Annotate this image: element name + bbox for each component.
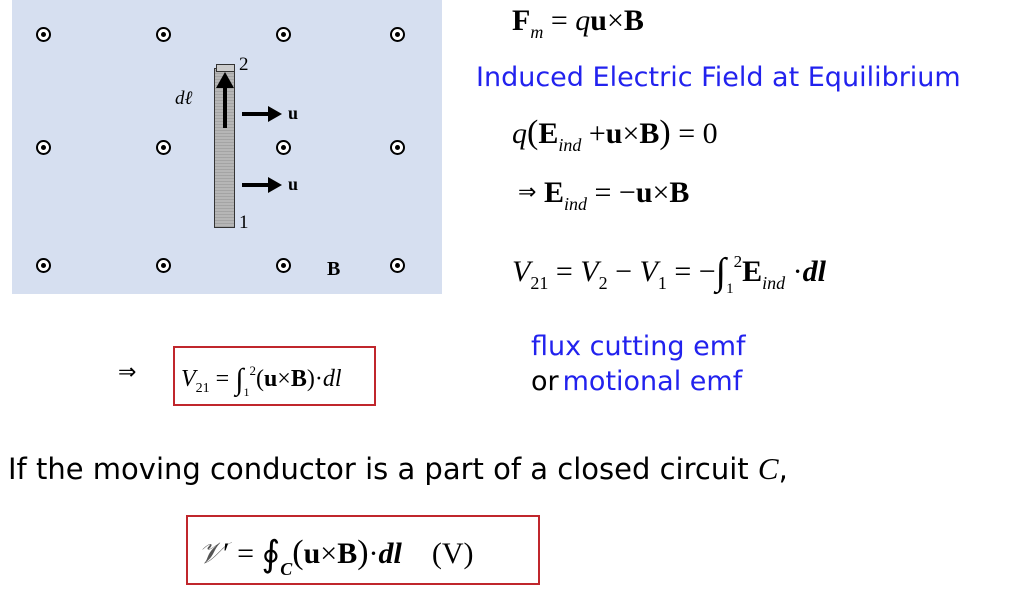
closed-circuit-sentence: If the moving conductor is a part of a c…	[8, 453, 788, 484]
closed-circuit-box: 𝒱′ = ∮C(u×B)·dl (V)	[186, 515, 540, 585]
u-label-lower: u	[288, 174, 299, 194]
b-field-out-icon	[276, 140, 291, 155]
implies-arrow: ⇒	[118, 359, 137, 384]
b-field-out-icon	[36, 27, 51, 42]
sentence-text: If the moving conductor is a part of a c…	[8, 452, 758, 486]
b-field-out-icon	[276, 258, 291, 273]
velocity-arrow-upper-icon	[242, 106, 282, 122]
b-field-out-icon	[390, 258, 405, 273]
heading-induced-field: Induced Electric Field at Equilibrium	[476, 62, 961, 93]
or-word: or	[531, 366, 559, 397]
velocity-arrow-lower-icon	[242, 177, 282, 193]
motional-emf-line: or motional emf	[531, 368, 742, 395]
flux-cutting-emf-text: flux cutting emf	[531, 331, 746, 362]
b-field-out-icon	[156, 258, 171, 273]
sentence-comma: ,	[778, 452, 788, 486]
b-field-out-icon	[36, 258, 51, 273]
b-field-out-icon	[390, 27, 405, 42]
dl-arrow-icon	[216, 72, 234, 128]
b-field-label: B	[327, 258, 341, 280]
moving-conductor-rod	[214, 68, 235, 228]
u-label-upper: u	[288, 103, 299, 123]
b-field-out-icon	[156, 27, 171, 42]
sentence-variable-c: C	[757, 451, 779, 486]
force-equation: Fm = qu×B	[512, 4, 644, 42]
closed-circuit-equation: 𝒱′ = ∮C(u×B)·dl (V)	[198, 534, 474, 579]
b-field-out-icon	[390, 140, 405, 155]
dl-label: dℓ	[175, 88, 193, 109]
boxed-result-equation: V21 = ∫12(u×B)·dl	[181, 363, 342, 399]
equilibrium-equation: q(Eind +u×B) = 0	[512, 114, 718, 155]
b-field-out-icon	[276, 27, 291, 42]
motional-emf-text: motional emf	[562, 366, 743, 397]
b-field-out-icon	[36, 140, 51, 155]
voltage-definition-equation: V21 = V2 − V1 = −∫12Eind ·dl	[512, 251, 826, 297]
rod-top-cap	[216, 64, 235, 72]
b-field-out-icon	[156, 140, 171, 155]
induced-field-equation: ⇒ Eind = −u×B	[518, 176, 690, 214]
boxed-result: V21 = ∫12(u×B)·dl	[173, 346, 376, 406]
point-1-label: 1	[239, 212, 249, 233]
point-2-label: 2	[239, 54, 249, 75]
field-figure: dℓ 2 1 u u B	[12, 0, 442, 294]
